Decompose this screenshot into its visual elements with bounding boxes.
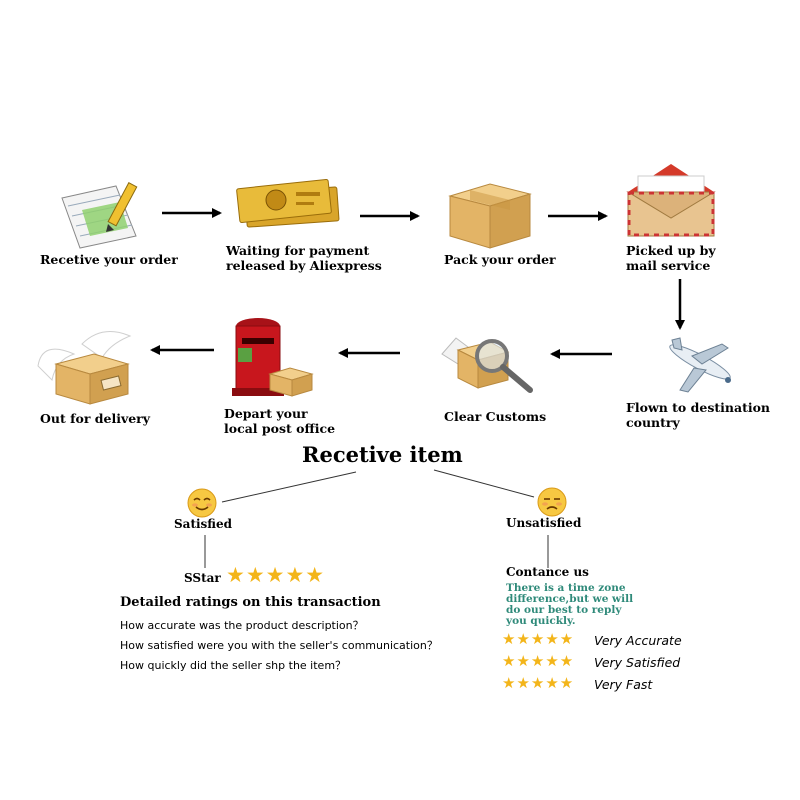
step-waiting-payment-label: Waiting for payment released by Aliexpre… bbox=[226, 243, 382, 273]
step-waiting-payment-line2: released by Aliexpress bbox=[226, 258, 382, 273]
ratings-title: Detailed ratings on this transaction bbox=[120, 595, 381, 610]
satisfied-stars: ★★★★★ bbox=[502, 652, 575, 670]
note-line1: There is a time zone bbox=[506, 582, 626, 594]
note-line2: difference,but we will bbox=[506, 593, 634, 605]
step-clear-customs-label: Clear Customs bbox=[444, 409, 547, 424]
note-line4: you quickly. bbox=[506, 615, 576, 627]
sstar-label: SStar bbox=[184, 571, 221, 585]
step-flown-line1: Flown to destination bbox=[626, 400, 771, 415]
unsatisfied-label: Unsatisfied bbox=[506, 516, 582, 530]
step-depart-line1: Depart your bbox=[224, 406, 308, 421]
customs-magnifier-icon bbox=[441, 337, 533, 393]
satisfied-rating-label: Very Satisfied bbox=[594, 655, 681, 670]
time-zone-note: There is a time zone difference,but we w… bbox=[506, 583, 633, 627]
happy-face-icon bbox=[187, 488, 217, 518]
contact-us-label: Contance us bbox=[506, 565, 589, 579]
unhappy-face-icon bbox=[537, 487, 567, 517]
step-depart-line2: local post office bbox=[224, 421, 336, 436]
accurate-rating-label: Very Accurate bbox=[594, 633, 682, 648]
question-communication: How satisfied were you with the seller's… bbox=[120, 639, 438, 652]
airplane-icon bbox=[669, 337, 731, 393]
step-flown-label: Flown to destination country bbox=[626, 400, 770, 430]
step-flown-line2: country bbox=[626, 415, 680, 430]
package-box-icon bbox=[448, 183, 532, 249]
winged-delivery-box-icon bbox=[37, 331, 132, 405]
mail-envelope-icon bbox=[626, 164, 716, 237]
step-out-for-delivery-label: Out for delivery bbox=[40, 411, 151, 426]
connector-unsatisfied bbox=[433, 469, 535, 498]
question-shipping-speed: How quickly did the seller shp the item？ bbox=[120, 659, 347, 672]
fast-stars: ★★★★★ bbox=[502, 674, 575, 692]
step-picked-up-line2: mail service bbox=[626, 258, 711, 273]
payment-money-icon bbox=[236, 178, 340, 228]
post-office-icon bbox=[232, 318, 314, 397]
connector-satisfied bbox=[221, 471, 357, 503]
sstar-rating-stars: ★★★★★ bbox=[226, 563, 326, 587]
order-form-icon bbox=[61, 182, 138, 249]
fast-rating-label: Very Fast bbox=[594, 677, 653, 692]
step-picked-up-line1: Picked up by bbox=[626, 243, 716, 258]
step-depart-post-office-label: Depart your local post office bbox=[224, 406, 335, 436]
step-waiting-payment-line1: Waiting for payment bbox=[226, 243, 370, 258]
receive-item-title: Recetive item bbox=[302, 442, 463, 467]
step-pack-order-label: Pack your order bbox=[444, 252, 556, 267]
satisfied-label: Satisfied bbox=[174, 517, 233, 531]
question-accuracy: How accurate was the product description… bbox=[120, 619, 364, 632]
step-picked-up-label: Picked up by mail service bbox=[626, 243, 716, 273]
accurate-stars: ★★★★★ bbox=[502, 630, 575, 648]
note-line3: do our best to reply bbox=[506, 604, 622, 616]
step-receive-order-label: Recetive your order bbox=[40, 252, 178, 267]
